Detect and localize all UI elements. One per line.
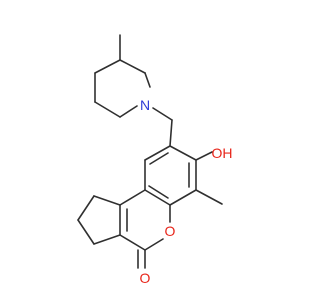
molecule-canvas: N OH O O bbox=[77, 34, 233, 286]
bond-ar-4b bbox=[148, 185, 169, 199]
bond-n-ch2 bbox=[152, 107, 173, 121]
bond-lac-3 bbox=[119, 234, 146, 251]
bond-ar-6b bbox=[149, 152, 169, 165]
bond-lac-2 bbox=[144, 238, 164, 251]
carbonyl-oxygen-label: O bbox=[140, 270, 151, 286]
bond-cp-2 bbox=[77, 195, 95, 221]
bond-cp-4 bbox=[93, 234, 121, 245]
bond-pip-5 bbox=[144, 72, 151, 88]
bond-ar-3 bbox=[169, 189, 197, 206]
bond-ar-methyl bbox=[195, 189, 223, 205]
bond-pip-6 bbox=[119, 59, 146, 74]
bond-pip-4 bbox=[119, 105, 138, 118]
bond-ar-6 bbox=[144, 145, 171, 161]
structure-diagram: N OH O O bbox=[77, 34, 233, 286]
bond-lac-5 bbox=[119, 189, 146, 206]
bond-ar-4 bbox=[144, 189, 171, 206]
bond-cp-3 bbox=[77, 219, 95, 245]
ring-oxygen-label: O bbox=[165, 223, 176, 239]
bond-ch2-aryl bbox=[169, 119, 173, 147]
bond-c-oh bbox=[195, 151, 213, 161]
nitrogen-label: N bbox=[140, 97, 150, 113]
bond-pip-3 bbox=[94, 101, 121, 118]
bond-cp-1 bbox=[93, 195, 121, 206]
bond-ar-1 bbox=[169, 145, 197, 161]
hydroxyl-label: OH bbox=[212, 145, 233, 161]
bond-pip-1 bbox=[94, 59, 121, 74]
